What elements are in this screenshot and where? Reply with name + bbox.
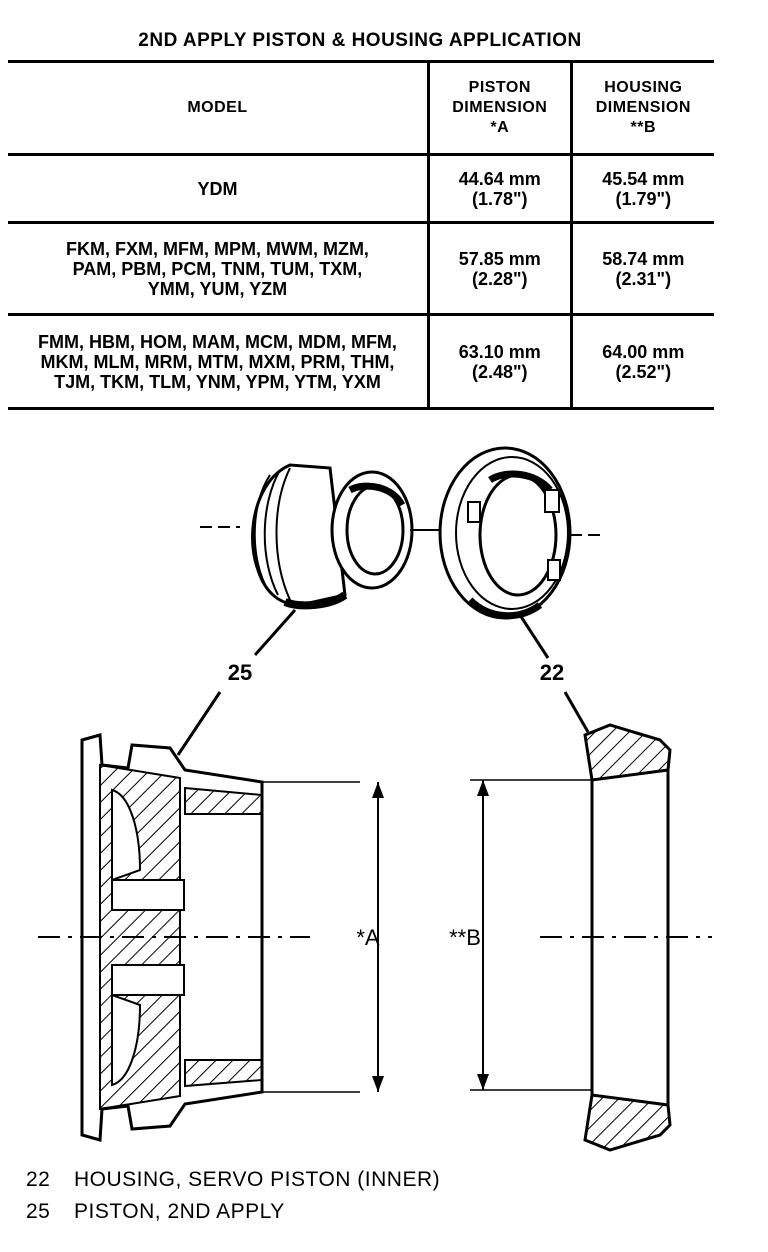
housing-in: (1.79") bbox=[615, 188, 672, 209]
model-cell: FKM, FXM, MFM, MPM, MWM, MZM, PAM, PBM, … bbox=[8, 222, 429, 316]
header-housing-line: DIMENSION bbox=[595, 99, 691, 116]
header-housing-line: HOUSING bbox=[604, 79, 683, 96]
leader-22-top bbox=[518, 614, 550, 659]
application-table: MODEL PISTON DIMENSION *A HOUSING DIMENS… bbox=[8, 60, 714, 410]
model-cell: YDM bbox=[8, 154, 429, 224]
housing-in: (2.31") bbox=[615, 268, 672, 289]
model-line: MKM, MLM, MRM, MTM, MXM, PRM, THM, bbox=[40, 351, 395, 372]
model-line: YMM, YUM, YZM bbox=[147, 278, 288, 299]
legend-number: 25 bbox=[26, 1200, 51, 1223]
dimension-a bbox=[372, 782, 384, 1092]
piston-cell: 63.10 mm (2.48") bbox=[426, 314, 572, 410]
legend-item: 25 PISTON, 2ND APPLY bbox=[26, 1200, 285, 1224]
header-model: MODEL bbox=[8, 60, 429, 156]
leader-25-bottom bbox=[176, 691, 222, 756]
leader-25-top bbox=[253, 609, 297, 656]
dim-a-label: *A bbox=[356, 925, 380, 950]
housing-mm: 45.54 mm bbox=[602, 168, 685, 189]
callout-25: 25 bbox=[228, 660, 252, 685]
legend-number: 22 bbox=[26, 1168, 51, 1191]
legend-text: HOUSING, SERVO PISTON (INNER) bbox=[74, 1168, 441, 1191]
leader-22-bottom bbox=[563, 691, 590, 733]
piston-in: (1.78") bbox=[472, 188, 528, 209]
legend-item: 22 HOUSING, SERVO PISTON (INNER) bbox=[26, 1168, 440, 1192]
table-row: FMM, HBM, HOM, MAM, MCM, MDM, MFM, MKM, … bbox=[8, 314, 714, 410]
dim-b-label: **B bbox=[449, 925, 481, 950]
model-cell: FMM, HBM, HOM, MAM, MCM, MDM, MFM, MKM, … bbox=[8, 314, 429, 410]
housing-cell: 64.00 mm (2.52") bbox=[569, 314, 714, 410]
legend-text: PISTON, 2ND APPLY bbox=[74, 1200, 285, 1223]
piston-housing-illustration: 25 22 *A **B bbox=[38, 446, 712, 1152]
model-line: TJM, TKM, TLM, YNM, YPM, YTM, YXM bbox=[54, 371, 381, 392]
page-title: 2ND APPLY PISTON & HOUSING APPLICATION bbox=[138, 30, 582, 51]
header-piston-line: DIMENSION bbox=[452, 99, 548, 116]
piston-cell: 44.64 mm (1.78") bbox=[426, 154, 572, 224]
housing-cell: 58.74 mm (2.31") bbox=[569, 222, 714, 316]
piston-cell: 57.85 mm (2.28") bbox=[426, 222, 572, 316]
housing-mm: 64.00 mm bbox=[602, 341, 685, 362]
model-line: FKM, FXM, MFM, MPM, MWM, MZM, bbox=[66, 238, 369, 259]
callout-22: 22 bbox=[540, 660, 564, 685]
table-row: YDM 44.64 mm (1.78") 45.54 mm (1.79") bbox=[8, 154, 714, 224]
piston-mm: 44.64 mm bbox=[458, 168, 541, 189]
model-line: YDM bbox=[197, 178, 238, 199]
housing-iso-view bbox=[438, 446, 605, 620]
dimension-b bbox=[477, 780, 489, 1090]
piston-mm: 63.10 mm bbox=[458, 341, 541, 362]
table-header-row: MODEL PISTON DIMENSION *A HOUSING DIMENS… bbox=[8, 60, 714, 156]
piston-in: (2.48") bbox=[472, 361, 528, 382]
header-housing-line: **B bbox=[630, 119, 657, 136]
housing-cell: 45.54 mm (1.79") bbox=[569, 154, 714, 224]
header-piston: PISTON DIMENSION *A bbox=[426, 60, 572, 156]
piston-mm: 57.85 mm bbox=[458, 248, 541, 269]
piston-iso-view bbox=[200, 463, 440, 610]
model-line: FMM, HBM, HOM, MAM, MCM, MDM, MFM, bbox=[38, 331, 397, 352]
housing-mm: 58.74 mm bbox=[602, 248, 685, 269]
header-piston-line: *A bbox=[490, 119, 510, 136]
piston-in: (2.28") bbox=[472, 268, 528, 289]
header-housing: HOUSING DIMENSION **B bbox=[569, 60, 714, 156]
table-row: FKM, FXM, MFM, MPM, MWM, MZM, PAM, PBM, … bbox=[8, 222, 714, 316]
model-line: PAM, PBM, PCM, TNM, TUM, TXM, bbox=[72, 258, 363, 279]
header-piston-line: PISTON bbox=[468, 79, 531, 96]
housing-in: (2.52") bbox=[615, 361, 672, 382]
